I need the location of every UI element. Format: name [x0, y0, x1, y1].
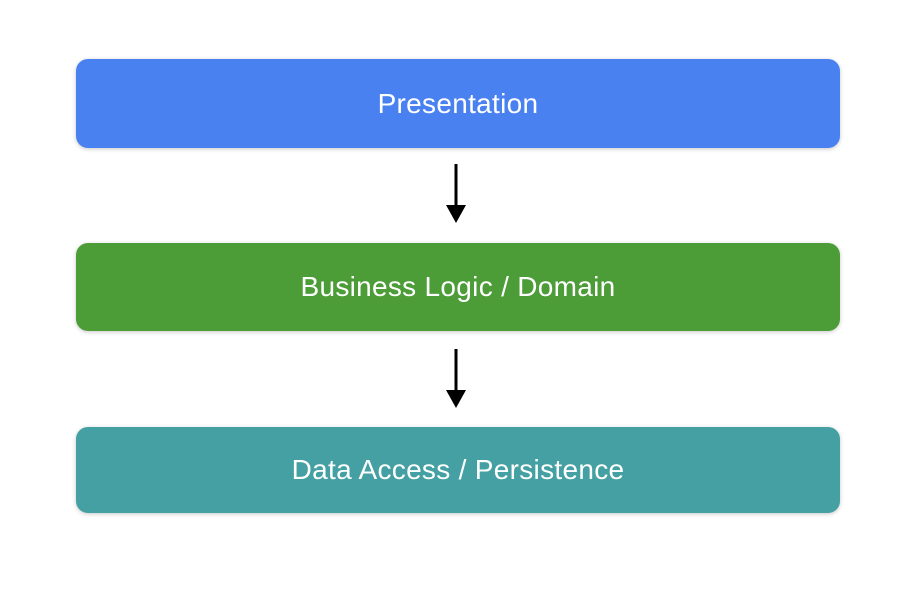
down-arrow-icon — [446, 164, 466, 223]
down-arrow-icon — [446, 349, 466, 408]
layer-box-business-logic: Business Logic / Domain — [76, 243, 840, 331]
layer-label-presentation: Presentation — [377, 87, 539, 119]
layer-label-data-access: Data Access / Persistence — [291, 454, 625, 485]
layer-label-business-logic: Business Logic / Domain — [300, 271, 616, 302]
layer-box-data-access: Data Access / Persistence — [76, 427, 840, 513]
layer-box-presentation: Presentation — [76, 59, 840, 148]
